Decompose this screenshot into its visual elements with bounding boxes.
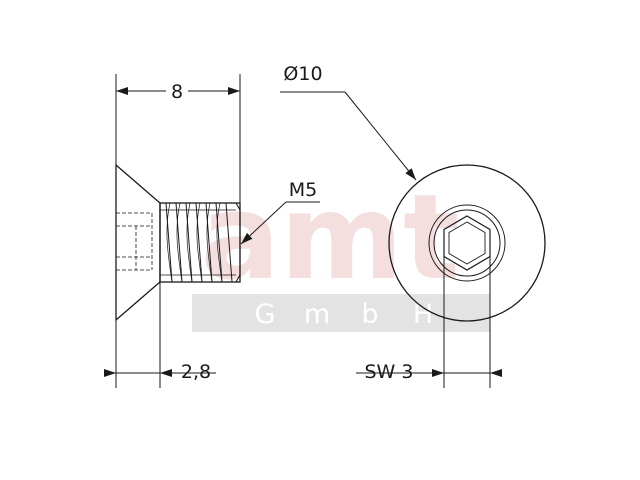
leader-thread — [240, 201, 320, 245]
socket-outer-circle — [428, 204, 506, 282]
hex-size-label: SW 3 — [365, 361, 414, 383]
dimension-length-label: 8 — [171, 81, 183, 103]
head-diameter-label: Ø10 — [283, 63, 322, 85]
dimension-length — [115, 74, 241, 203]
dimension-hex-size — [356, 256, 502, 388]
hidden-socket-lines — [116, 212, 153, 271]
screw-head-outline — [115, 163, 161, 322]
dimension-head-height — [104, 282, 216, 388]
dimension-head-height-label: 2,8 — [181, 361, 211, 383]
socket-inner-circle — [433, 209, 501, 277]
thread-label: M5 — [289, 179, 317, 201]
watermark-letter-m: m — [304, 299, 330, 330]
hex-socket-inner — [448, 221, 486, 265]
head-circle — [388, 164, 546, 322]
screw-side-view — [115, 163, 241, 322]
screw-tip-chamfer — [235, 202, 241, 283]
leader-head-diameter — [280, 91, 417, 181]
thread-lines — [165, 202, 233, 283]
screw-top-view — [388, 164, 546, 322]
watermark-letter-h: H — [413, 299, 433, 330]
watermark-band — [192, 294, 490, 332]
watermark-letter-b: b — [361, 299, 378, 330]
watermark: amt G m b H — [192, 168, 490, 332]
watermark-letter-g: G — [255, 299, 276, 330]
hex-socket — [443, 215, 491, 271]
